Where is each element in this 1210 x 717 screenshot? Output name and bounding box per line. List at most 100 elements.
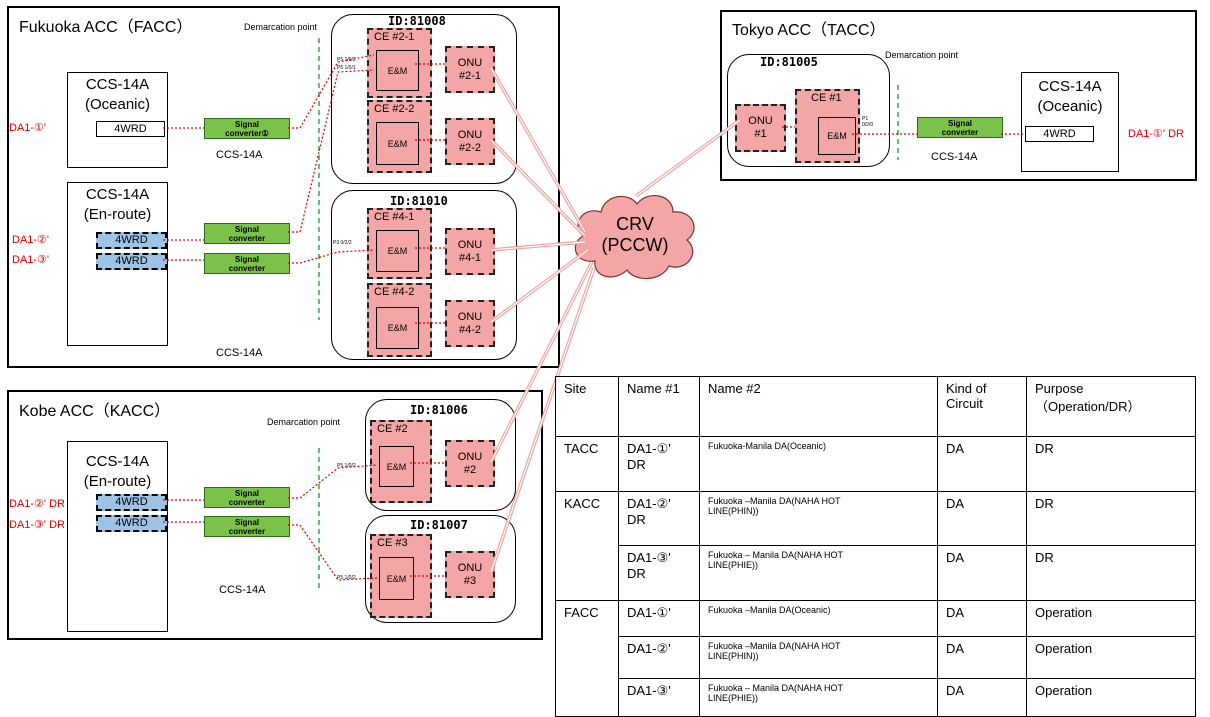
table-row: KACC DA1-②' DR Fukuoka –Manila DA(NAHA H… [555, 491, 1196, 546]
tacc-ce-1-label: CE #1 [811, 92, 842, 104]
cloud-link-onu21-inner [490, 67, 586, 233]
facc-link-conv2-ce [288, 69, 375, 233]
circuit-table: Site Name #1 Name #2 Kind of Circuit Pur… [555, 376, 1196, 717]
tacc-signal-converter: Signal converter [917, 117, 1003, 138]
cloud-link-onu2-inner [490, 261, 593, 463]
cell-name1: DA1-①' [618, 600, 700, 637]
tacc-ce-1: CE #1 E&M [795, 89, 860, 163]
cell-name2: Fukuoka –Manila DA(NAHA HOT LINE(PHIN)) [699, 491, 938, 546]
cell-name2: Fukuoka –Manila DA(NAHA HOT LINE(PHIN)) [699, 636, 938, 679]
cell-purpose: DR [1026, 545, 1196, 601]
cell-kind: DA [937, 491, 1027, 546]
kacc-ccs-label: CCS-14A [219, 584, 266, 596]
facc-title: Fukuoka ACC（FACC） [19, 19, 193, 36]
cell-kind: DA [937, 436, 1027, 492]
cell-purpose: DR [1026, 491, 1196, 546]
facc-ccs-label-2: CCS-14A [216, 347, 263, 359]
cloud-link-onu22-inner [490, 139, 586, 237]
kacc-da3-label: DA1-③' DR [9, 519, 65, 531]
header-kind: Kind of Circuit [937, 376, 1027, 437]
table-row: TACC DA1-①' DR Fukuoka-Manila DA(Oceanic… [555, 436, 1196, 492]
tacc-demarcation-label: Demarcation point [885, 50, 959, 60]
facc-da1-label: DA1-①' [9, 122, 47, 134]
facc-em-2-2: E&M [376, 122, 419, 165]
facc-em-2-1: E&M [376, 50, 419, 91]
facc-port-b: P5 1/0/1 [337, 65, 356, 71]
facc-4wrd-enroute-2: 4WRD [96, 232, 167, 249]
cell-name2: Fukuoka – Manila DA(NAHA HOT LINE(PHIE)) [699, 678, 938, 717]
tacc-da-label: DA1-①' DR [1128, 128, 1184, 140]
kacc-ce-3: CE #3 E&M [370, 534, 432, 618]
cell-kind: DA [937, 545, 1027, 601]
cell-name1: DA1-②' DR [618, 491, 700, 546]
tacc-4wrd: 4WRD [1025, 126, 1094, 142]
kacc-link-conv3-ce [288, 524, 378, 581]
facc-4wrd-oceanic: 4WRD [96, 121, 165, 137]
table-row: FACC DA1-①' Fukuoka –Manila DA(Oceanic) … [555, 600, 1196, 637]
cell-purpose: Operation [1026, 600, 1196, 637]
cloud-link-onu3-inner [490, 267, 595, 573]
facc-port-c: P3 0/2/2 [333, 240, 352, 246]
tacc-ccs-label: CCS-14A [931, 151, 978, 163]
kacc-da2-label: DA1-②' DR [9, 498, 65, 510]
facc-ce-2-1: CE #2-1 E&M [367, 28, 432, 98]
kacc-ce-2: CE #2 E&M [370, 420, 432, 503]
tacc-port: P1 0/2/0 [862, 116, 874, 128]
table-row: DA1-②' Fukuoka –Manila DA(NAHA HOT LINE(… [555, 636, 1196, 679]
kacc-onu-3: ONU #3 [445, 551, 495, 598]
facc-ce-4-2-label: CE #4-2 [374, 286, 415, 298]
facc-link-conv1-ce [288, 54, 375, 129]
cell-site [555, 545, 619, 601]
header-name2: Name #2 [699, 376, 938, 437]
tacc-em-1: E&M [818, 117, 856, 155]
facc-demarcation-label: Demarcation point [244, 22, 318, 32]
kacc-port-b: P5 1/0/2 [337, 575, 356, 581]
facc-ce-2-1-label: CE #2-1 [374, 31, 415, 43]
cell-purpose: Operation [1026, 678, 1196, 717]
facc-em-4-2: E&M [376, 307, 419, 349]
kacc-onu-2: ONU #2 [445, 440, 495, 487]
cloud-link-tacc-onu1-inner [635, 119, 741, 197]
header-site: Site [555, 376, 619, 437]
cell-name2: Fukuoka –Manila DA(Oceanic) [699, 600, 938, 637]
tacc-title: Tokyo ACC（TACC） [732, 22, 886, 39]
kacc-signal-converter-2: Signal converter [204, 487, 290, 508]
facc-ce-4-2: CE #4-2 E&M [367, 283, 432, 357]
tacc-ccs-oceanic: CCS-14A (Oceanic) [1021, 72, 1119, 172]
cell-purpose: DR [1026, 436, 1196, 492]
cell-site [555, 636, 619, 679]
facc-signal-converter-3: Signal converter [204, 253, 290, 274]
facc-onu-4-2: ONU #4-2 [445, 300, 495, 347]
crv-cloud [574, 195, 695, 280]
cell-name2: Fukuoka – Manila DA(NAHA HOT LINE(PHIE)) [699, 545, 938, 601]
kacc-demarcation-label: Demarcation point [267, 417, 341, 427]
cell-site: KACC [555, 491, 619, 546]
facc-em-4-1: E&M [376, 230, 419, 272]
cell-purpose: Operation [1026, 636, 1196, 679]
facc-da2-label: DA1-②' [12, 234, 50, 246]
kacc-port-a: P5 1/0/2 [337, 463, 356, 469]
cell-kind: DA [937, 636, 1027, 679]
facc-link-conv3-ce [288, 249, 375, 264]
cell-name1: DA1-③' DR [618, 545, 700, 601]
kacc-signal-converter-3: Signal converter [204, 516, 290, 537]
facc-group-81010-id: ID:81010 [390, 194, 448, 208]
table-row: DA1-③' DR Fukuoka – Manila DA(NAHA HOT L… [555, 545, 1196, 601]
cell-name2: Fukuoka-Manila DA(Oceanic) [699, 436, 938, 492]
facc-ccs-label-1: CCS-14A [216, 149, 263, 161]
crv-label: CRV (PCCW) [601, 214, 669, 255]
cloud-shape [574, 195, 695, 280]
cell-kind: DA [937, 600, 1027, 637]
facc-ce-2-2-label: CE #2-2 [374, 103, 415, 115]
kacc-ccs-enroute: CCS-14A (En-route) [67, 441, 168, 632]
cloud-link-onu42-inner [490, 249, 589, 323]
cell-kind: DA [937, 678, 1027, 717]
facc-4wrd-enroute-3: 4WRD [96, 253, 167, 270]
table-header-row: Site Name #1 Name #2 Kind of Circuit Pur… [555, 376, 1196, 437]
facc-group-81008-id: ID:81008 [388, 14, 446, 28]
kacc-title: Kobe ACC（KACC） [19, 403, 171, 420]
tacc-onu-1: ONU #1 [735, 104, 786, 152]
kacc-4wrd-2: 4WRD [96, 494, 167, 511]
kacc-group-81007-id: ID:81007 [410, 518, 468, 532]
